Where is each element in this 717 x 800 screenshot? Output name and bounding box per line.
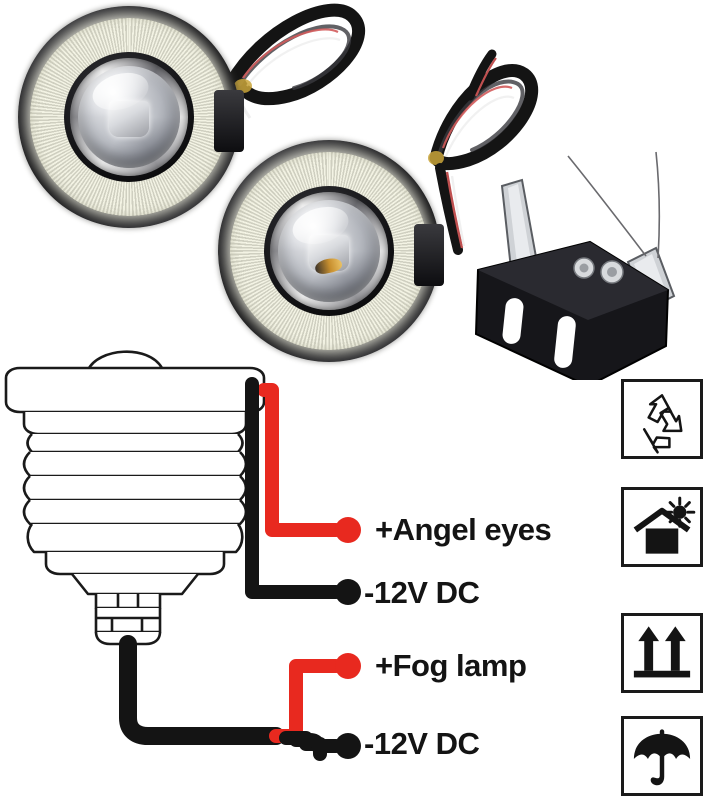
fog-lamp-negative-wire: [289, 733, 343, 761]
fog-lamp-right: [218, 140, 444, 362]
mounting-bracket: [474, 151, 676, 380]
projector-lens: [278, 200, 380, 302]
lamp-housing-tab: [214, 90, 244, 152]
fog-lamp-negative-terminal: [335, 733, 361, 759]
keep-away-from-sunlight-icon: [621, 487, 703, 567]
angel-eyes-positive-wire: [257, 383, 343, 537]
fog-lamp-positive-wire: [269, 659, 343, 743]
product-photo-area: [0, 0, 717, 380]
fog-lamp-positive-terminal: [335, 653, 361, 679]
label-angel-eyes-negative: -12V DC: [364, 575, 480, 610]
lens-bulb-reflection: [108, 100, 150, 138]
wiring-diagram-illustration: [4, 350, 361, 761]
recycle-icon: [621, 379, 703, 459]
label-fog-lamp-negative: -12V DC: [364, 726, 480, 761]
projector-lens: [78, 66, 180, 168]
lamp-housing-tab: [414, 224, 444, 286]
wiring-diagram-area: [0, 340, 620, 800]
fog-lamp-main-cable: [119, 635, 285, 745]
keep-dry-umbrella-icon: [621, 716, 703, 796]
this-way-up-icon: [621, 613, 703, 693]
label-fog-lamp-positive: +Fog lamp: [375, 648, 527, 683]
label-angel-eyes-positive: +Angel eyes: [375, 512, 552, 547]
fog-lamp-line-drawing: [4, 350, 266, 646]
fog-lamp-left: [18, 6, 244, 228]
angel-eyes-negative-terminal: [335, 579, 361, 605]
angel-eyes-positive-terminal: [335, 517, 361, 543]
angel-eyes-negative-wire: [245, 377, 343, 599]
